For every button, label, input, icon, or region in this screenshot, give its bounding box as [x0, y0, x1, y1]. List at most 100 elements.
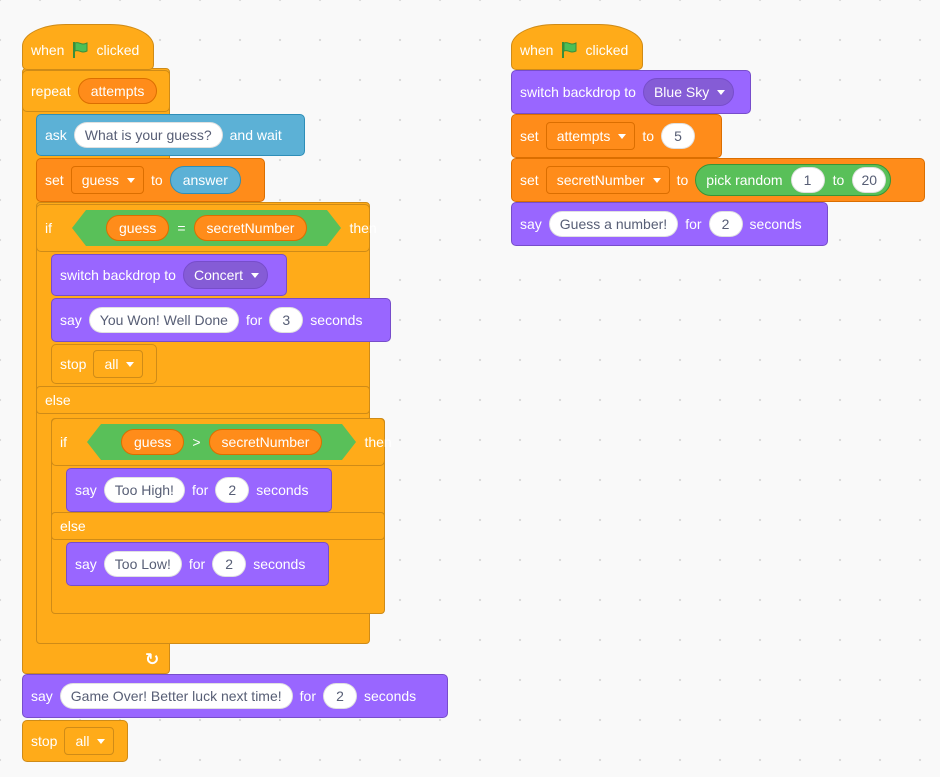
set-label: set — [520, 128, 539, 144]
switch-backdrop-label: switch backdrop to — [520, 84, 636, 100]
repeat-block[interactable]: repeat attempts — [22, 70, 170, 112]
dropdown-value: secretNumber — [556, 172, 645, 188]
say-you-won-block[interactable]: say You Won! Well Done for 3 seconds — [51, 298, 391, 342]
to-label: to — [642, 128, 655, 144]
stop-all-final-block[interactable]: stop all — [22, 720, 128, 762]
stop-option-dropdown[interactable]: all — [64, 727, 115, 755]
random-max-input[interactable]: 20 — [852, 167, 887, 193]
message-input[interactable]: Guess a number! — [548, 211, 679, 237]
random-min-input[interactable]: 1 — [790, 167, 825, 193]
when-label: when — [31, 42, 65, 58]
switch-backdrop-concert-block[interactable]: switch backdrop to Concert — [51, 254, 287, 296]
say-too-low-block[interactable]: say Too Low! for 2 seconds — [66, 542, 329, 586]
greater-than-operator-block[interactable]: guess > secretNumber — [86, 424, 357, 460]
say-too-high-block[interactable]: say Too High! for 2 seconds — [66, 468, 332, 512]
seconds-input[interactable]: 2 — [212, 551, 247, 577]
set-guess-block[interactable]: set guess to answer — [36, 158, 265, 202]
seconds-input[interactable]: 3 — [269, 307, 304, 333]
if-label: if — [60, 434, 67, 450]
seconds-label: seconds — [364, 688, 417, 704]
guess-reporter[interactable]: guess — [106, 215, 170, 241]
for-label: for — [685, 216, 702, 232]
green-flag-icon — [560, 41, 578, 59]
for-label: for — [299, 688, 316, 704]
secretnumber-reporter[interactable]: secretNumber — [208, 429, 323, 455]
say-game-over-block[interactable]: say Game Over! Better luck next time! fo… — [22, 674, 448, 718]
clicked-label: clicked — [585, 42, 629, 58]
set-attempts-block[interactable]: set attempts to 5 — [511, 114, 722, 158]
then-label: then — [364, 434, 392, 450]
then-label: then — [349, 220, 377, 236]
question-input[interactable]: What is your guess? — [73, 122, 223, 148]
else-label: else — [45, 392, 71, 408]
inner-else-label-bar[interactable]: else — [51, 512, 385, 540]
switch-backdrop-blue-sky-block[interactable]: switch backdrop to Blue Sky — [511, 70, 751, 114]
attempts-variable-reporter[interactable]: attempts — [77, 78, 158, 104]
seconds-label: seconds — [253, 556, 306, 572]
stop-option-dropdown[interactable]: all — [93, 350, 144, 378]
seconds-input[interactable]: 2 — [323, 683, 357, 709]
answer-reporter[interactable]: answer — [169, 166, 241, 194]
message-input[interactable]: Too Low! — [103, 551, 182, 577]
for-label: for — [188, 556, 206, 572]
dropdown-value: guess — [81, 172, 120, 188]
guess-reporter[interactable]: guess — [121, 429, 185, 455]
green-flag-icon — [71, 41, 89, 59]
chevron-down-icon — [618, 133, 627, 139]
to-label: to — [676, 172, 689, 188]
set-label: set — [520, 172, 539, 188]
dropdown-value: Concert — [193, 267, 243, 283]
pick-random-block[interactable]: pick random 1 to 20 — [695, 164, 892, 196]
stop-label: stop — [31, 733, 58, 749]
chevron-down-icon — [717, 89, 726, 95]
seconds-label: seconds — [310, 312, 363, 328]
equals-operator-block[interactable]: guess = secretNumber — [71, 210, 342, 246]
seconds-input[interactable]: 2 — [215, 477, 250, 503]
say-label: say — [60, 312, 82, 328]
secretnumber-reporter[interactable]: secretNumber — [193, 215, 308, 241]
repeat-label: repeat — [31, 83, 71, 99]
equals-sign: = — [177, 220, 186, 236]
repeat-arrow-icon: ↻ — [145, 650, 160, 670]
ask-block[interactable]: ask What is your guess? and wait — [36, 114, 305, 156]
when-label: when — [520, 42, 554, 58]
to-label: to — [151, 172, 163, 188]
chevron-down-icon — [97, 738, 106, 744]
message-input[interactable]: Game Over! Better luck next time! — [59, 683, 293, 709]
say-label: say — [75, 556, 97, 572]
value-input[interactable]: 5 — [661, 123, 696, 149]
if-label: if — [45, 220, 52, 236]
backdrop-dropdown[interactable]: Concert — [182, 261, 268, 289]
clicked-label: clicked — [96, 42, 140, 58]
backdrop-dropdown[interactable]: Blue Sky — [642, 78, 735, 106]
set-label: set — [45, 172, 64, 188]
stop-all-inner-block[interactable]: stop all — [51, 344, 157, 384]
message-input[interactable]: You Won! Well Done — [88, 307, 239, 333]
if-equals-block[interactable]: if guess = secretNumber then — [36, 204, 377, 252]
attempts-variable-dropdown[interactable]: attempts — [545, 122, 636, 150]
if-greater-block[interactable]: if guess > secretNumber then — [51, 418, 392, 466]
message-input[interactable]: Too High! — [103, 477, 185, 503]
pick-random-label: pick random — [706, 172, 783, 188]
secretnumber-variable-dropdown[interactable]: secretNumber — [545, 166, 670, 194]
dropdown-value: all — [104, 356, 119, 372]
seconds-input[interactable]: 2 — [708, 211, 743, 237]
dropdown-value: Blue Sky — [653, 84, 710, 100]
ask-label: ask — [45, 127, 67, 143]
set-secret-number-block[interactable]: set secretNumber to pick random 1 to 20 — [511, 158, 925, 202]
when-flag-clicked-block[interactable]: when clicked — [511, 24, 643, 70]
greater-than-sign: > — [192, 434, 201, 450]
say-guess-number-block[interactable]: say Guess a number! for 2 seconds — [511, 202, 828, 246]
chevron-down-icon — [652, 177, 661, 183]
to-label: to — [832, 172, 845, 188]
seconds-label: seconds — [256, 482, 309, 498]
when-flag-clicked-block[interactable]: when clicked — [22, 24, 154, 70]
for-label: for — [245, 312, 263, 328]
stop-label: stop — [60, 356, 87, 372]
else-label-bar[interactable]: else — [36, 386, 370, 414]
guess-variable-dropdown[interactable]: guess — [70, 166, 145, 194]
dropdown-value: attempts — [556, 128, 611, 144]
inner-else-label: else — [60, 518, 86, 534]
for-label: for — [191, 482, 209, 498]
say-label: say — [75, 482, 97, 498]
